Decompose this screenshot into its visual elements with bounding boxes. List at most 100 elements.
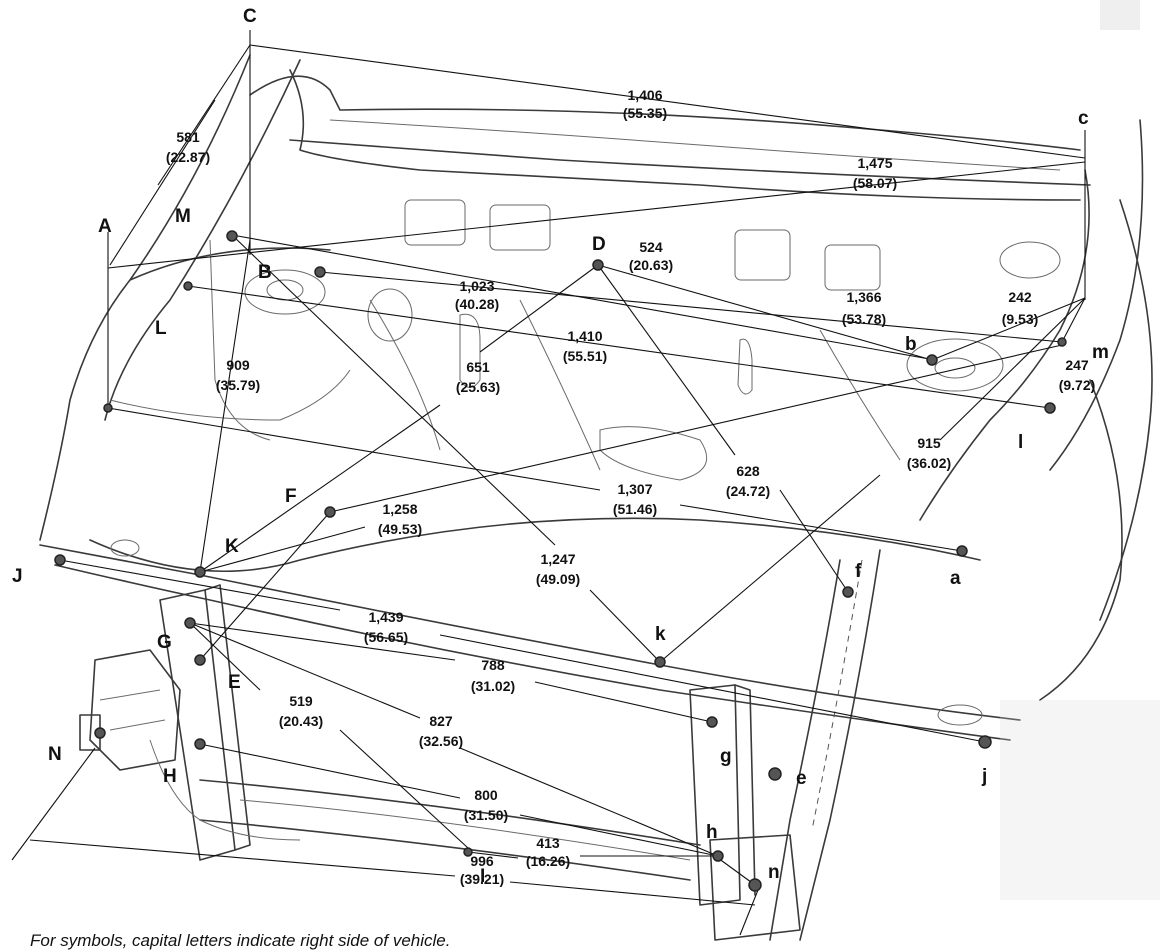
- point-G: [184, 617, 196, 629]
- point-B: [314, 266, 326, 278]
- svg-text:(22.87): (22.87): [166, 149, 210, 165]
- point-E: [194, 654, 206, 666]
- svg-text:1,410: 1,410: [567, 328, 602, 344]
- svg-text:651: 651: [466, 359, 490, 375]
- dimension-1366: 1,366 (53.78): [842, 289, 886, 327]
- label-g: g: [720, 746, 732, 767]
- point-f: [842, 586, 854, 598]
- svg-text:(39.21): (39.21): [460, 871, 504, 887]
- label-e: e: [796, 768, 807, 789]
- svg-text:(20.63): (20.63): [629, 257, 673, 273]
- label-C: C: [243, 6, 257, 27]
- point-F: [324, 506, 336, 518]
- svg-text:524: 524: [639, 239, 663, 255]
- point-L: [183, 281, 193, 291]
- svg-text:247: 247: [1065, 357, 1089, 373]
- svg-text:827: 827: [429, 713, 453, 729]
- svg-text:(58.07): (58.07): [853, 175, 897, 191]
- label-h: h: [706, 822, 718, 843]
- svg-text:(32.56): (32.56): [419, 733, 463, 749]
- label-N: N: [48, 744, 62, 765]
- dimension-413: 413 (16.26): [526, 835, 570, 869]
- label-j: j: [981, 766, 987, 787]
- label-D: D: [592, 234, 606, 255]
- svg-text:996: 996: [470, 853, 494, 869]
- label-G: G: [157, 632, 172, 653]
- label-A: A: [98, 216, 112, 237]
- point-H: [194, 738, 206, 750]
- svg-text:(9.72): (9.72): [1059, 377, 1096, 393]
- dimension-628: 628 (24.72): [726, 463, 770, 499]
- label-J: J: [12, 566, 23, 587]
- svg-text:(55.51): (55.51): [563, 348, 607, 364]
- dimension-1258: 1,258 (49.53): [378, 501, 422, 537]
- point-m: [1057, 337, 1067, 347]
- svg-text:(56.65): (56.65): [364, 629, 408, 645]
- dimension-788: 788 (31.02): [471, 657, 515, 694]
- label-B: B: [258, 262, 272, 283]
- svg-text:1,307: 1,307: [617, 481, 652, 497]
- point-K: [194, 566, 206, 578]
- svg-text:1,247: 1,247: [540, 551, 575, 567]
- measurement-points: [54, 230, 1067, 892]
- dimension-values: 1,406 (55.35) 581 (22.87) 1,475 (58.07) …: [166, 87, 1095, 887]
- svg-text:1,406: 1,406: [627, 87, 662, 103]
- dimension-1439: 1,439 (56.65): [364, 609, 408, 645]
- svg-text:(31.02): (31.02): [471, 678, 515, 694]
- svg-text:519: 519: [289, 693, 313, 709]
- label-f: f: [855, 561, 862, 582]
- svg-text:1,366: 1,366: [846, 289, 881, 305]
- point-J: [54, 554, 66, 566]
- svg-text:909: 909: [226, 357, 250, 373]
- svg-text:(20.43): (20.43): [279, 713, 323, 729]
- label-l: l: [1018, 432, 1023, 453]
- svg-text:(31.50): (31.50): [464, 807, 508, 823]
- dimension-996: 996 (39.21): [460, 853, 504, 887]
- point-A: [103, 403, 113, 413]
- point-N: [94, 727, 106, 739]
- point-letters: C c A M D B L b m l F K J a f k G E N H …: [12, 6, 1109, 887]
- svg-text:(35.79): (35.79): [216, 377, 260, 393]
- svg-text:(36.02): (36.02): [907, 455, 951, 471]
- dimension-242: 242 (9.53): [1002, 289, 1039, 327]
- svg-text:(49.53): (49.53): [378, 521, 422, 537]
- svg-text:800: 800: [474, 787, 498, 803]
- svg-text:788: 788: [481, 657, 505, 673]
- dimension-1410: 1,410 (55.51): [563, 328, 607, 364]
- point-k: [654, 656, 666, 668]
- scan-texture: [1000, 0, 1160, 900]
- point-M: [226, 230, 238, 242]
- dimension-915: 915 (36.02): [907, 435, 951, 471]
- dimension-651: 651 (25.63): [456, 359, 500, 395]
- label-E: E: [228, 672, 241, 693]
- svg-text:(49.09): (49.09): [536, 571, 580, 587]
- svg-text:628: 628: [736, 463, 760, 479]
- dimension-1247: 1,247 (49.09): [536, 551, 580, 587]
- svg-text:1,439: 1,439: [368, 609, 403, 625]
- svg-text:242: 242: [1008, 289, 1032, 305]
- svg-text:1,023: 1,023: [459, 278, 494, 294]
- label-K: K: [225, 536, 239, 557]
- svg-text:(53.78): (53.78): [842, 311, 886, 327]
- svg-text:(51.46): (51.46): [613, 501, 657, 517]
- dimension-lines: [11, 30, 1086, 936]
- dimension-247: 247 (9.72): [1059, 357, 1096, 393]
- svg-text:413: 413: [536, 835, 560, 851]
- point-h: [712, 850, 724, 862]
- svg-text:581: 581: [176, 129, 200, 145]
- dimension-909: 909 (35.79): [216, 357, 260, 393]
- dimension-581: 581 (22.87): [166, 129, 210, 165]
- point-n: [748, 878, 762, 892]
- point-I: [463, 847, 473, 857]
- dimension-800: 800 (31.50): [464, 787, 508, 823]
- point-g: [706, 716, 718, 728]
- label-b: b: [905, 334, 917, 355]
- point-a: [956, 545, 968, 557]
- vehicle-body-outline: [39, 54, 1153, 941]
- label-a: a: [950, 568, 961, 589]
- svg-text:(24.72): (24.72): [726, 483, 770, 499]
- label-F: F: [285, 486, 297, 507]
- label-I: I: [480, 866, 485, 887]
